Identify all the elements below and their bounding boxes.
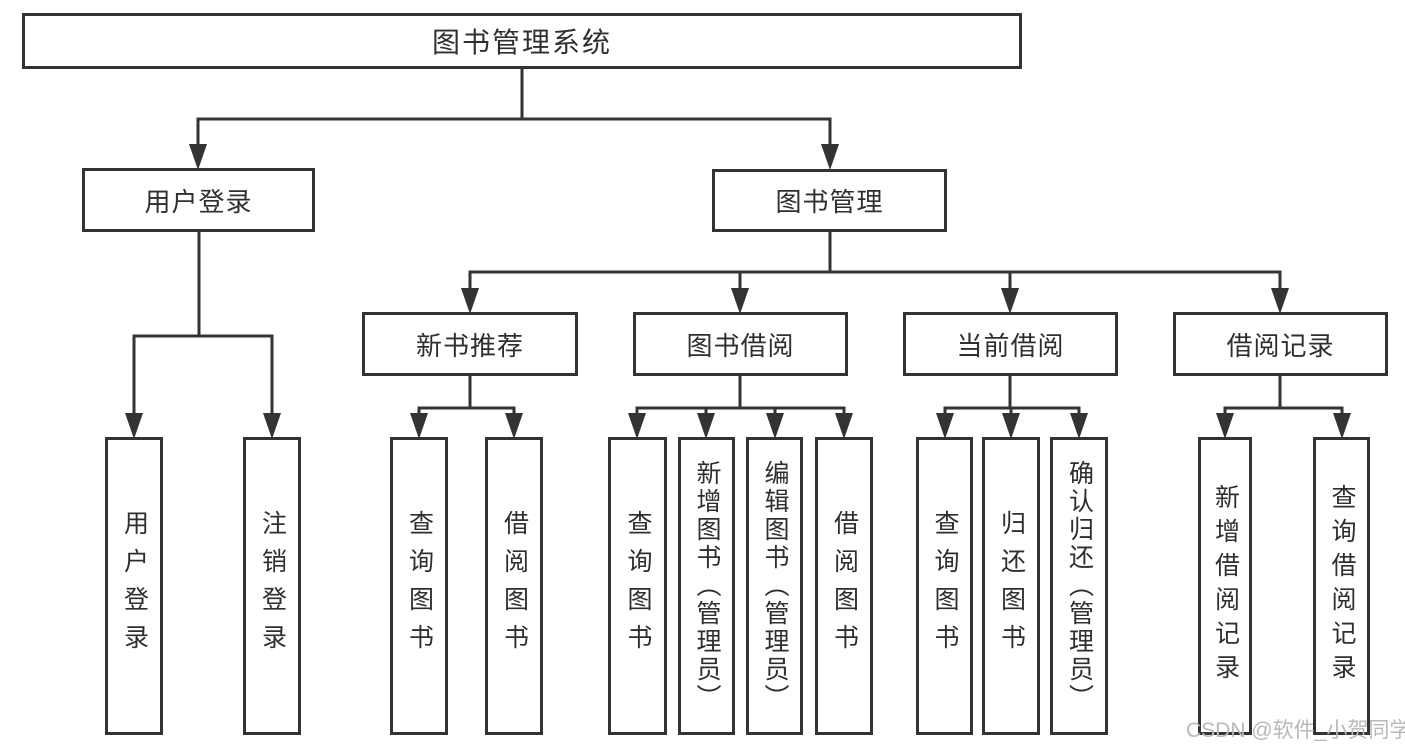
leaf-confirm-return-admin: 确认归还（管理员） (1050, 437, 1108, 735)
node-user-login: 用户登录 (82, 168, 315, 232)
leaf-query-books-1-label: 查询图书 (405, 510, 434, 662)
leaf-query-books-2: 查询图书 (608, 437, 667, 735)
leaf-add-borrow-record-label: 新增借阅记录 (1211, 484, 1240, 688)
node-root-label: 图书管理系统 (431, 27, 612, 58)
node-book-borrow-label: 图书借阅 (686, 330, 795, 361)
node-current-borrow: 当前借阅 (903, 312, 1118, 376)
leaf-edit-books-admin-label: 编辑图书（管理员） (761, 460, 789, 712)
leaf-query-borrow-record-label: 查询借阅记录 (1328, 484, 1356, 688)
leaf-add-borrow-record: 新增借阅记录 (1198, 437, 1252, 735)
leaf-borrow-books-2: 借阅图书 (815, 437, 873, 735)
leaf-query-books-1: 查询图书 (390, 437, 448, 735)
leaf-query-books-3: 查询图书 (916, 437, 973, 735)
leaf-borrow-books-1: 借阅图书 (485, 437, 543, 735)
leaf-user-login: 用户登录 (105, 437, 163, 735)
leaf-confirm-return-admin-label: 确认归还（管理员） (1065, 460, 1094, 712)
leaf-add-books-admin-label: 新增图书（管理员） (693, 460, 721, 712)
leaf-add-books-admin: 新增图书（管理员） (678, 437, 735, 735)
leaf-logout-label: 注销登录 (258, 510, 287, 662)
node-root: 图书管理系统 (22, 13, 1022, 69)
leaf-return-books-label: 归还图书 (997, 510, 1026, 662)
node-book-borrow: 图书借阅 (633, 312, 848, 376)
leaf-borrow-books-2-label: 借阅图书 (830, 510, 859, 662)
node-borrow-records: 借阅记录 (1173, 312, 1388, 376)
leaf-return-books: 归还图书 (982, 437, 1040, 735)
leaf-borrow-books-1-label: 借阅图书 (500, 510, 529, 662)
node-book-management: 图书管理 (712, 169, 947, 232)
node-current-borrow-label: 当前借阅 (956, 330, 1065, 361)
leaf-logout: 注销登录 (243, 437, 301, 735)
leaf-user-login-label: 用户登录 (120, 510, 149, 662)
leaf-query-borrow-record: 查询借阅记录 (1313, 437, 1370, 735)
csdn-watermark: CSDN @软件_小贺同学 (1186, 719, 1405, 742)
node-new-book-recommend-label: 新书推荐 (415, 330, 524, 361)
node-user-login-label: 用户登录 (144, 186, 253, 217)
node-borrow-records-label: 借阅记录 (1226, 330, 1335, 361)
leaf-query-books-2-label: 查询图书 (624, 510, 652, 662)
leaf-edit-books-admin: 编辑图书（管理员） (746, 437, 803, 735)
node-new-book-recommend: 新书推荐 (362, 312, 578, 376)
node-book-management-label: 图书管理 (775, 187, 884, 217)
leaf-query-books-3-label: 查询图书 (931, 510, 959, 662)
